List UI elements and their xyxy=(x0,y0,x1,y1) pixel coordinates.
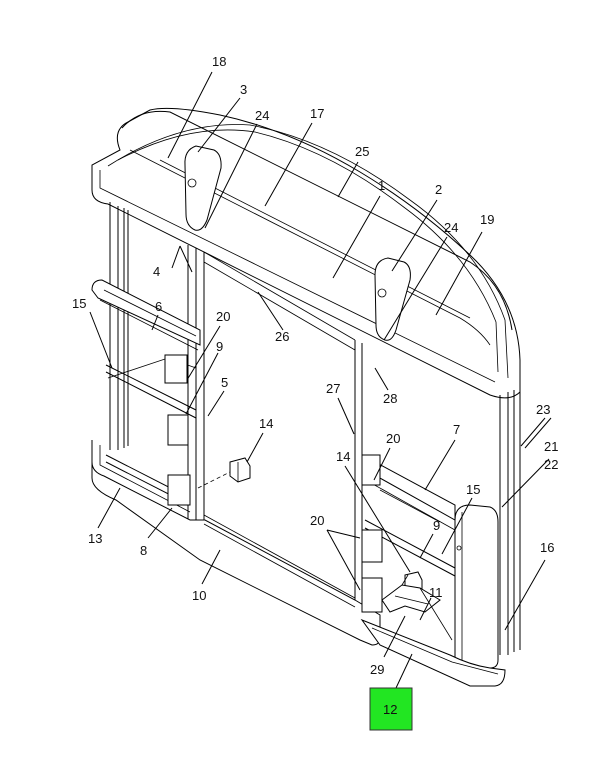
callout-14: 14 xyxy=(259,416,273,431)
callout-19: 19 xyxy=(480,212,494,227)
callout-9: 9 xyxy=(216,339,223,354)
callout-3: 3 xyxy=(240,82,247,97)
callout-11: 11 xyxy=(429,585,443,600)
callout-22: 22 xyxy=(544,457,558,472)
callout-18: 18 xyxy=(212,54,226,69)
callout-29: 29 xyxy=(370,662,384,677)
callout-5: 5 xyxy=(221,375,228,390)
callout-7: 7 xyxy=(453,422,460,437)
callout-8: 8 xyxy=(140,543,147,558)
callout-27: 27 xyxy=(326,381,340,396)
callout-21: 21 xyxy=(544,439,558,454)
callout-15b: 15 xyxy=(466,482,480,497)
panel-assembly-drawing xyxy=(91,107,521,687)
callout-10: 10 xyxy=(192,588,206,603)
callout-20: 20 xyxy=(216,309,230,324)
callout-9b: 9 xyxy=(433,518,440,533)
callout-25: 25 xyxy=(355,144,369,159)
callout-14b: 14 xyxy=(336,449,350,464)
callout-28: 28 xyxy=(383,391,397,406)
leader-lines xyxy=(89,71,552,689)
callout-26: 26 xyxy=(275,329,289,344)
callout-labels: 18 3 24 17 25 1 2 24 19 4 15 6 20 9 5 26… xyxy=(72,54,558,717)
callout-6: 6 xyxy=(155,299,162,314)
callout-2: 2 xyxy=(435,182,442,197)
callout-12[interactable]: 12 xyxy=(383,702,397,717)
highlight-box-12[interactable] xyxy=(369,687,413,731)
callout-20c: 20 xyxy=(310,513,324,528)
callout-4: 4 xyxy=(153,264,160,279)
callout-16: 16 xyxy=(540,540,554,555)
callout-1: 1 xyxy=(378,178,385,193)
callout-13: 13 xyxy=(88,531,102,546)
callout-20b: 20 xyxy=(386,431,400,446)
callout-15: 15 xyxy=(72,296,86,311)
callout-17: 17 xyxy=(310,106,324,121)
callout-24: 24 xyxy=(255,108,269,123)
callout-24b: 24 xyxy=(444,220,458,235)
callout-23: 23 xyxy=(536,402,550,417)
